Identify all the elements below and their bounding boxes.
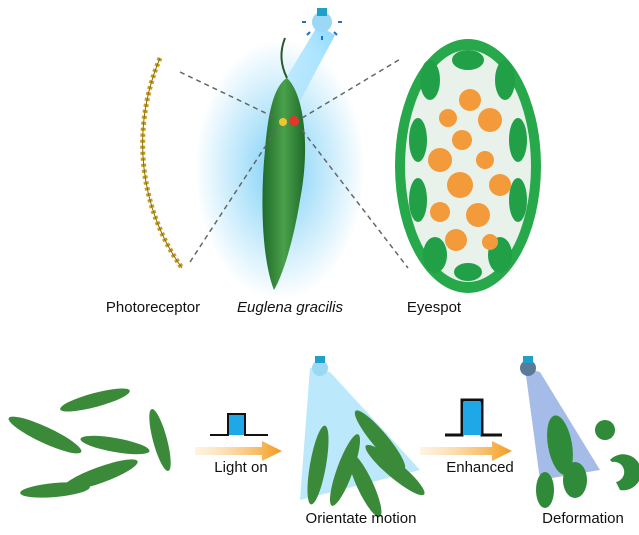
- eyespot-label: Eyespot: [406, 299, 462, 316]
- orientated-cells: [300, 356, 425, 517]
- light-pulse-small: [210, 413, 268, 436]
- arrow-icon: [195, 441, 282, 461]
- arrow-icon: [420, 441, 512, 461]
- enhanced-label: Enhanced: [446, 459, 514, 476]
- photoreceptor-chain: [140, 57, 185, 270]
- euglena-label: Euglena gracilis: [237, 299, 343, 316]
- light-bulb-icon: [302, 8, 342, 40]
- connector-lines: [179, 57, 409, 269]
- deformed-cells: [520, 356, 639, 508]
- euglena-cell: [195, 25, 365, 300]
- light-pulse-large: [445, 398, 502, 437]
- eyespot-organelle: [395, 39, 541, 293]
- photoreceptor-label: Photoreceptor: [105, 299, 201, 316]
- light-on-label: Light on: [214, 459, 268, 476]
- deformation-label: Deformation: [542, 510, 624, 527]
- random-cells: [8, 388, 171, 498]
- orientate-motion-label: Orientate motion: [305, 510, 417, 527]
